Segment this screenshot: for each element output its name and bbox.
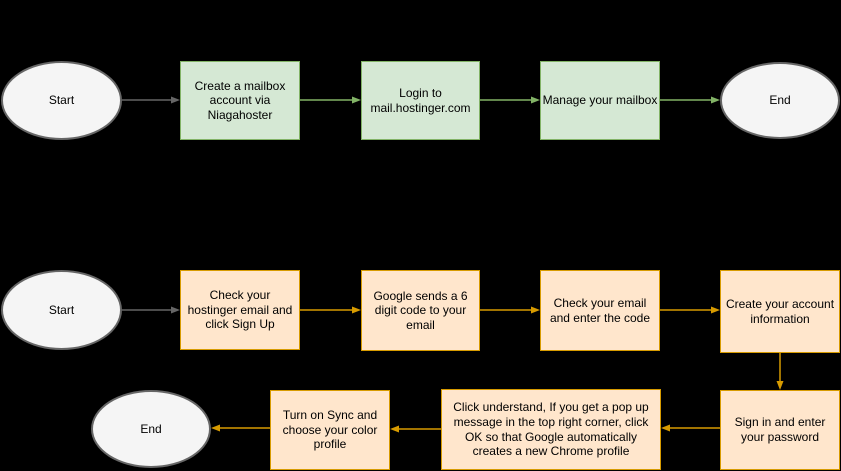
node-manage-mailbox: Manage your mailbox: [540, 61, 660, 140]
node-login-mail-hostinger: Login to mail.hostinger.com: [361, 61, 480, 140]
connector-google-code-to-enter-code: [480, 306, 540, 314]
connector-start-to-create-mailbox: [122, 96, 180, 104]
node-start-chrome-flow: Start: [1, 270, 122, 350]
node-create-account-information: Create your account information: [720, 270, 840, 353]
node-check-hostinger-email: Check your hostinger email and click Sig…: [180, 270, 300, 350]
connector-manage-to-end: [660, 96, 720, 104]
connector-create-mailbox-to-login: [300, 96, 361, 104]
connector-login-to-manage: [480, 96, 540, 104]
connector-check-hostinger-to-google-code: [300, 306, 361, 314]
node-sign-in-enter-password: Sign in and enter your password: [720, 390, 840, 470]
node-end-chrome-flow: End: [91, 390, 211, 468]
node-start-mailbox-flow: Start: [1, 61, 122, 140]
connector-enter-code-to-create-account: [660, 306, 720, 314]
connector-start-to-check-hostinger: [122, 306, 180, 314]
node-check-email-enter-code: Check your email and enter the code: [540, 270, 660, 351]
node-click-understand-popup: Click understand, If you get a pop up me…: [441, 389, 661, 470]
node-google-sends-code: Google sends a 6 digit code to your emai…: [361, 270, 480, 351]
connector-sync-to-end: [211, 424, 270, 432]
connector-create-account-to-sign-in: [776, 353, 784, 390]
node-create-mailbox-account: Create a mailbox account via Niagahoster: [180, 61, 300, 140]
connector-click-understand-to-sync: [390, 425, 441, 433]
node-turn-on-sync: Turn on Sync and choose your color profi…: [270, 390, 390, 470]
connector-sign-in-to-click-understand: [661, 424, 720, 432]
node-end-mailbox-flow: End: [720, 62, 840, 139]
